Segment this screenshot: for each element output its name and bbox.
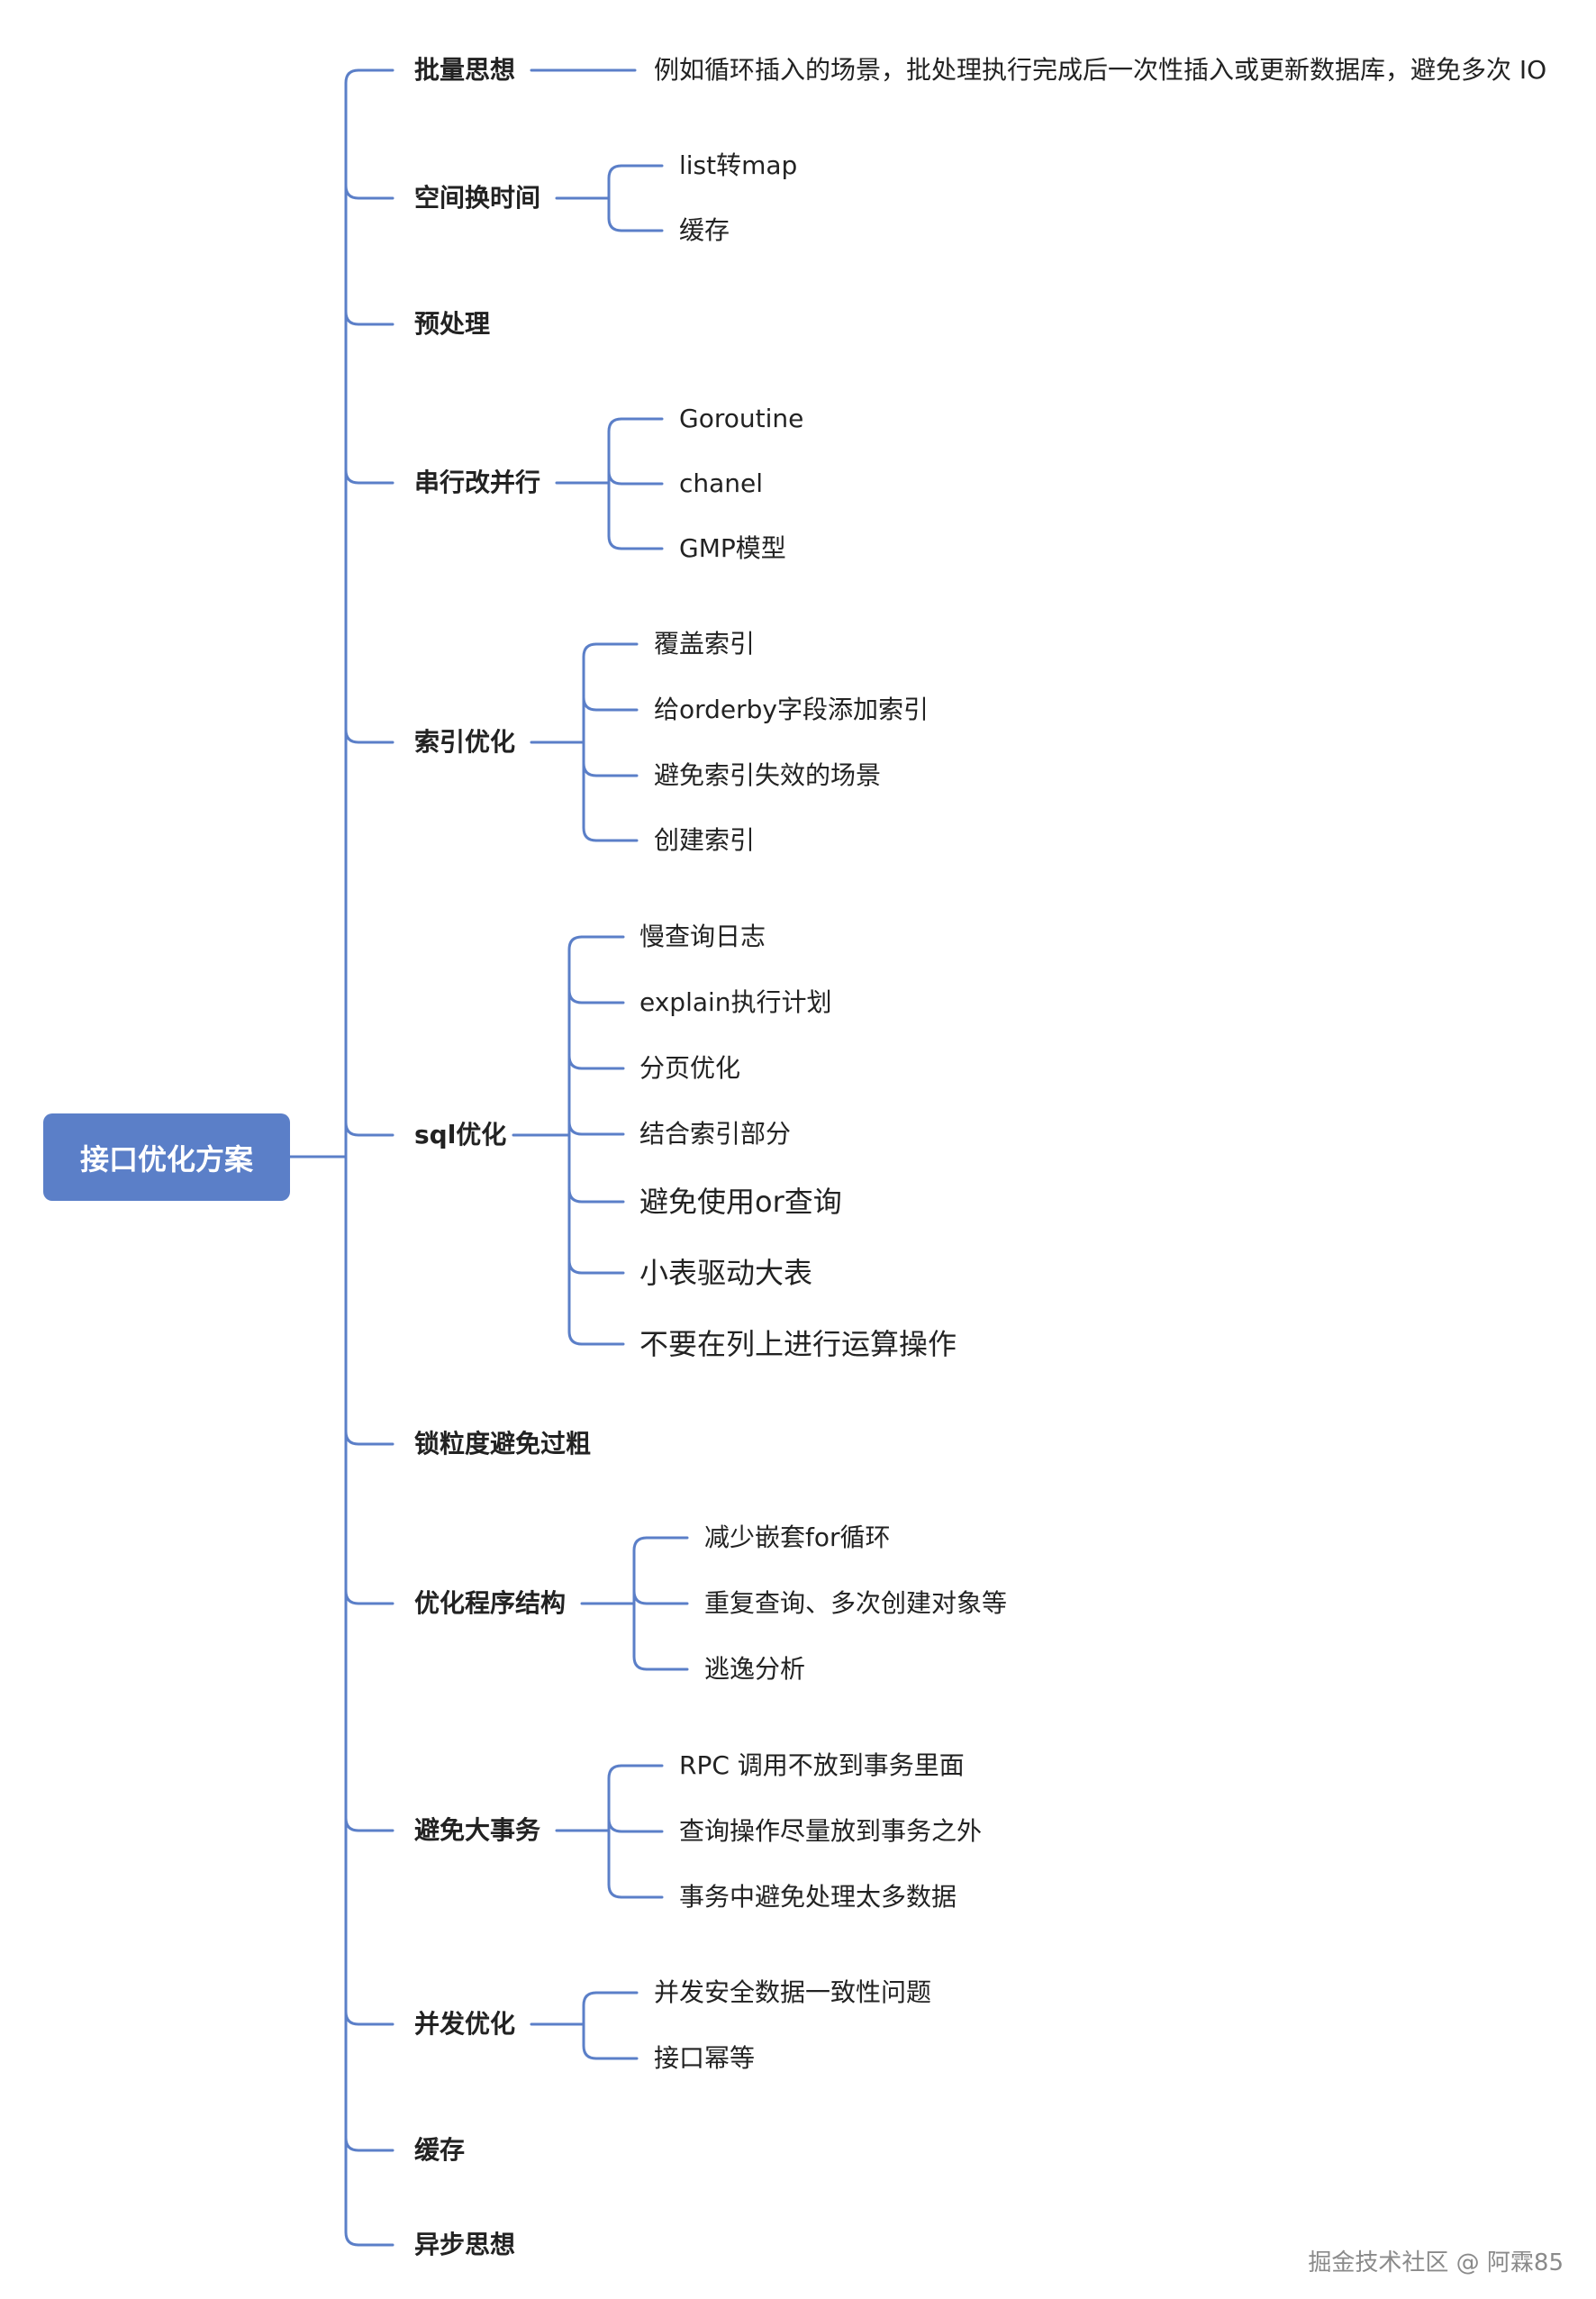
branch-cache[interactable]: 缓存 bbox=[414, 2135, 466, 2165]
leaf-connector-4-2 bbox=[567, 1054, 625, 1070]
branch-connector-9 bbox=[344, 2010, 394, 2026]
bracket-vertical-5 bbox=[632, 1536, 648, 1671]
branch-sql-optimization[interactable]: sql优化 bbox=[414, 1120, 507, 1150]
branch-preprocessing[interactable]: 预处理 bbox=[414, 309, 491, 339]
branch-connector-1 bbox=[344, 184, 394, 200]
branch-async-thinking[interactable]: 异步思想 bbox=[414, 2230, 516, 2259]
bracket-vertical-7 bbox=[582, 1991, 598, 2060]
leaf-pagination-optimization[interactable]: 分页优化 bbox=[639, 1053, 741, 1083]
bracket-vertical-4 bbox=[567, 935, 584, 1346]
branch-concurrency-optimization[interactable]: 并发优化 bbox=[414, 2009, 516, 2039]
branch-connector-8 bbox=[344, 1816, 394, 1832]
leaf-goroutine[interactable]: Goroutine bbox=[679, 404, 804, 433]
leaf-batch-example[interactable]: 例如循环插入的场景，批处理执行完成后一次性插入或更新数据库，避免多次 IO bbox=[654, 55, 1547, 85]
leaf-connector-3-2 bbox=[582, 761, 639, 777]
branch-connector-4 bbox=[344, 728, 394, 744]
leaf-chanel[interactable]: chanel bbox=[679, 468, 764, 498]
leaf-create-index[interactable]: 创建索引 bbox=[654, 825, 756, 855]
leaf-orderby-index[interactable]: 给orderby字段添加索引 bbox=[654, 695, 929, 724]
branch-connector-7 bbox=[344, 1589, 394, 1605]
leaf-gmp-model[interactable]: GMP模型 bbox=[679, 533, 786, 563]
leaf-list-to-map[interactable]: list转map bbox=[679, 150, 798, 180]
branch-batch-thinking[interactable]: 批量思想 bbox=[414, 55, 516, 85]
branch-serial-to-parallel[interactable]: 串行改并行 bbox=[414, 468, 541, 497]
leaf-combine-index[interactable]: 结合索引部分 bbox=[639, 1119, 792, 1149]
branch-avoid-large-transaction[interactable]: 避免大事务 bbox=[414, 1815, 541, 1845]
root-node[interactable]: 接口优化方案 bbox=[43, 1113, 290, 1201]
branch-connector-5 bbox=[344, 1121, 394, 1137]
branch-program-structure[interactable]: 优化程序结构 bbox=[414, 1588, 567, 1618]
watermark: 掘金技术社区 @ 阿霖85 bbox=[1308, 2249, 1564, 2276]
leaf-connector-5-1 bbox=[632, 1589, 689, 1605]
branch-connector-6 bbox=[344, 1430, 394, 1446]
leaf-concurrency-consistency[interactable]: 并发安全数据一致性问题 bbox=[654, 1977, 932, 2007]
leaf-connector-4-3 bbox=[567, 1120, 625, 1136]
bracket-vertical-3 bbox=[582, 642, 598, 842]
bracket-vertical-1 bbox=[607, 164, 623, 232]
leaf-avoid-or-query[interactable]: 避免使用or查询 bbox=[639, 1185, 842, 1219]
leaf-no-column-operations[interactable]: 不要在列上进行运算操作 bbox=[639, 1327, 957, 1361]
branch-space-for-time[interactable]: 空间换时间 bbox=[414, 183, 541, 213]
leaf-escape-analysis[interactable]: 逃逸分析 bbox=[704, 1654, 806, 1684]
branch-lock-granularity[interactable]: 锁粒度避免过粗 bbox=[414, 1429, 592, 1458]
leaf-limit-transaction-data[interactable]: 事务中避免处理太多数据 bbox=[679, 1882, 957, 1912]
branch-index-optimization[interactable]: 索引优化 bbox=[414, 727, 516, 757]
leaf-explain-plan[interactable]: explain执行计划 bbox=[639, 987, 832, 1017]
leaf-repeated-queries[interactable]: 重复查询、多次创建对象等 bbox=[704, 1588, 1008, 1618]
leaf-reduce-nested-loops[interactable]: 减少嵌套for循环 bbox=[704, 1522, 891, 1552]
leaf-connector-4-4 bbox=[567, 1187, 625, 1204]
leaf-api-idempotency[interactable]: 接口幂等 bbox=[654, 2043, 756, 2073]
leaf-slow-query-log[interactable]: 慢查询日志 bbox=[639, 922, 766, 951]
bracket-vertical-2 bbox=[607, 417, 623, 550]
main-spine-line bbox=[344, 68, 360, 2247]
leaf-connector-4-5 bbox=[567, 1259, 625, 1275]
leaf-cache-1[interactable]: 缓存 bbox=[679, 215, 730, 245]
leaf-connector-2-1 bbox=[607, 469, 664, 486]
leaf-connector-3-1 bbox=[582, 695, 639, 712]
branch-connector-10 bbox=[344, 2136, 394, 2152]
leaf-connector-4-1 bbox=[567, 988, 625, 1004]
branch-connector-2 bbox=[344, 310, 394, 326]
leaf-rpc-outside-transaction[interactable]: RPC 调用不放到事务里面 bbox=[679, 1750, 965, 1780]
leaf-query-outside-transaction[interactable]: 查询操作尽量放到事务之外 bbox=[679, 1816, 983, 1846]
leaf-small-table-drives-large[interactable]: 小表驱动大表 bbox=[639, 1256, 813, 1290]
leaf-avoid-index-failure[interactable]: 避免索引失效的场景 bbox=[654, 760, 882, 790]
branch-connector-3 bbox=[344, 468, 394, 485]
leaf-connector-6-1 bbox=[607, 1817, 664, 1833]
bracket-vertical-6 bbox=[607, 1764, 623, 1899]
leaf-covering-index[interactable]: 覆盖索引 bbox=[654, 629, 756, 659]
